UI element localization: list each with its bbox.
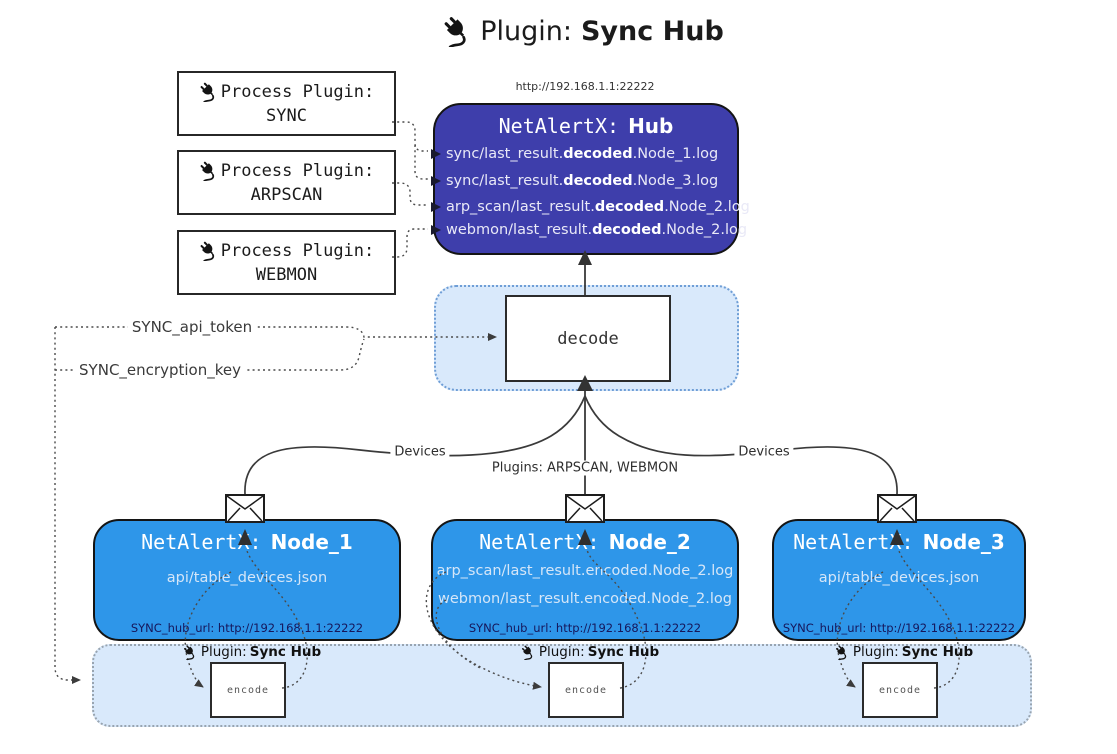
node-line: arp_scan/last_result.encoded.Node_2.log bbox=[436, 563, 734, 579]
edge-label-devices-right: Devices bbox=[734, 444, 794, 460]
badge-name: Sync Hub bbox=[587, 644, 660, 660]
hub-title: NetAlertX: Hub bbox=[435, 114, 737, 138]
edge-label-devices-left: Devices bbox=[390, 444, 450, 460]
process-plugin-name: ARPSCAN bbox=[250, 184, 323, 205]
hub-item-post: .Node_2.log bbox=[664, 199, 750, 215]
process-plugin-label: Process Plugin: bbox=[220, 160, 375, 181]
hub-item-pre: sync/last_result. bbox=[446, 173, 564, 189]
hub-item-bold: decoded bbox=[563, 173, 633, 189]
edge-webmon-plugin-to-item4 bbox=[392, 228, 428, 258]
node-line: api/table_devices.json bbox=[166, 570, 328, 586]
sync-encryption-key-label: SYNC_encryption_key bbox=[75, 361, 245, 379]
node-title-prefix: NetAlertX: bbox=[793, 530, 914, 554]
badge-prefix: Plugin: bbox=[852, 644, 899, 660]
badge-prefix: Plugin: bbox=[200, 644, 247, 660]
process-plugin-name: SYNC bbox=[266, 105, 307, 126]
node-title-prefix: NetAlertX: bbox=[479, 530, 600, 554]
page-title: Plugin: Sync Hub bbox=[442, 16, 724, 47]
plug-icon bbox=[199, 82, 219, 102]
process-plugin-label: Process Plugin: bbox=[220, 240, 375, 261]
hub-item-bold: decoded bbox=[594, 199, 665, 215]
encode-box-2: encode bbox=[548, 662, 624, 718]
node-footer: SYNC_hub_url: http://192.168.1.1:22222 bbox=[130, 621, 364, 635]
edge-secrets-to-encode-container bbox=[54, 327, 81, 684]
plug-icon bbox=[199, 161, 219, 181]
node-line: api/table_devices.json bbox=[818, 570, 980, 586]
plug-icon bbox=[835, 645, 850, 660]
node-title: NetAlertX: Node_3 bbox=[774, 530, 1024, 554]
encode-badge: Plugin:Sync Hub bbox=[521, 644, 659, 660]
badge-name: Sync Hub bbox=[901, 644, 974, 660]
process-plugin-box-webmon: Process Plugin: WEBMON bbox=[177, 230, 396, 295]
edge-sync-plugin-to-item2 bbox=[414, 145, 428, 180]
envelope-icon bbox=[225, 494, 265, 523]
process-plugin-box-sync: Process Plugin: SYNC bbox=[177, 71, 396, 136]
badge-prefix: Plugin: bbox=[538, 644, 585, 660]
encode-badge: Plugin:Sync Hub bbox=[183, 644, 321, 660]
encode-label: encode bbox=[878, 684, 922, 696]
hub-box: NetAlertX:Hub sync/last_result.decoded.N… bbox=[431, 103, 750, 255]
sync-api-token-label: SYNC_api_token bbox=[127, 318, 257, 336]
edge-arpscan-plugin-to-item3 bbox=[392, 182, 428, 206]
hub-title-prefix: NetAlertX: bbox=[498, 114, 620, 138]
title-name: Sync Hub bbox=[580, 16, 724, 47]
node-3-box: NetAlertX:Node_3 api/table_devices.json … bbox=[772, 519, 1026, 641]
hub-log-item: sync/last_result.decoded.Node_1.log bbox=[431, 145, 718, 163]
node-title-name: Node_3 bbox=[922, 530, 1005, 554]
hub-item-post: .Node_1.log bbox=[632, 146, 719, 162]
plug-icon bbox=[199, 241, 219, 261]
edge-api-token-to-decode bbox=[55, 326, 497, 341]
badge-name: Sync Hub bbox=[249, 644, 322, 660]
node-footer: SYNC_hub_url: http://192.168.1.1:22222 bbox=[782, 621, 1016, 635]
plug-icon bbox=[183, 645, 198, 660]
encode-box-1: encode bbox=[210, 662, 286, 718]
node-footer: SYNC_hub_url: http://192.168.1.1:22222 bbox=[468, 621, 702, 635]
hub-item-pre: webmon/last_result. bbox=[446, 222, 593, 238]
hub-title-name: Hub bbox=[628, 114, 674, 138]
hub-item-pre: sync/last_result. bbox=[446, 146, 564, 162]
encode-label: encode bbox=[226, 684, 270, 696]
hub-item-post: .Node_3.log bbox=[632, 173, 719, 189]
node-2-box: NetAlertX: Node_2 arp_scan/last_result.en… bbox=[431, 519, 739, 641]
decode-box: decode bbox=[505, 295, 671, 382]
node-title-name: Node_2 bbox=[608, 530, 691, 554]
hub-log-item: webmon/last_result.decoded.Node_2.log bbox=[431, 221, 747, 239]
hub-item-bold: decoded bbox=[592, 222, 662, 238]
envelope-icon bbox=[565, 494, 605, 523]
hub-item-pre: arp_scan/last_result. bbox=[446, 199, 595, 215]
hub-item-bold: decoded bbox=[563, 146, 633, 162]
plug-icon bbox=[442, 16, 473, 47]
decode-label: decode bbox=[557, 328, 619, 349]
encode-box-3: encode bbox=[862, 662, 938, 718]
node-1-box: NetAlertX:Node_1 api/table_devices.json … bbox=[93, 519, 401, 641]
node-line: webmon/last_result.encoded.Node_2.log bbox=[437, 591, 732, 607]
envelope-icon bbox=[877, 494, 917, 523]
node-title: NetAlertX: Node_1 bbox=[95, 530, 399, 554]
encode-badge: Plugin:Sync Hub bbox=[835, 644, 973, 660]
hub-log-item: arp_scan/last_result.decoded.Node_2.log bbox=[431, 198, 750, 216]
edge-sync-plugin-to-item1 bbox=[392, 121, 428, 152]
process-plugin-box-arpscan: Process Plugin: ARPSCAN bbox=[177, 150, 396, 215]
node-title: NetAlertX: Node_2 bbox=[433, 530, 737, 554]
hub-url-label: http://192.168.1.1:22222 bbox=[515, 80, 655, 93]
node-title-name: Node_1 bbox=[270, 530, 353, 554]
encode-label: encode bbox=[564, 684, 608, 696]
plug-icon bbox=[521, 645, 536, 660]
hub-log-item: sync/last_result.decoded.Node_3.log bbox=[431, 172, 718, 190]
edge-label-plugins: Plugins: ARPSCAN, WEBMON bbox=[487, 460, 683, 476]
process-plugin-label: Process Plugin: bbox=[220, 81, 375, 102]
node-title-prefix: NetAlertX: bbox=[141, 530, 262, 554]
process-plugin-name: WEBMON bbox=[255, 264, 318, 285]
title-prefix: Plugin: bbox=[480, 16, 572, 47]
hub-item-post: .Node_2.log bbox=[661, 222, 748, 238]
